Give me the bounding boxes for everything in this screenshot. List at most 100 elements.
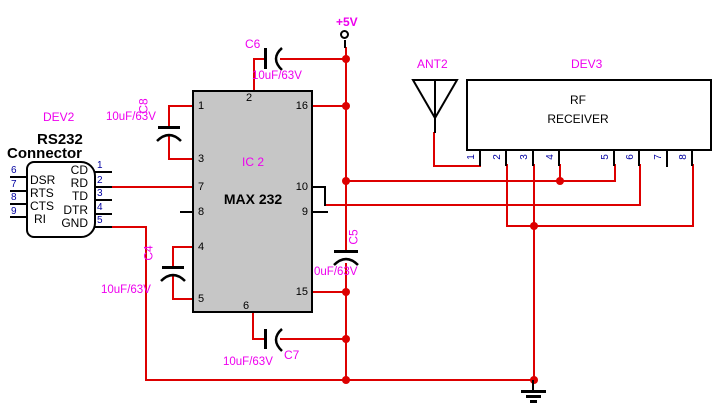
wire-rf-pin2 (506, 164, 508, 227)
ic-pin-4: 4 (198, 241, 205, 253)
power-terminal-icon[interactable] (340, 30, 349, 39)
wire-rs232-gnd (112, 226, 147, 228)
receiver-pin7-stub (666, 151, 668, 167)
ic-pin-7: 7 (198, 181, 205, 193)
connector-pin6-stub (10, 176, 27, 178)
receiver-body[interactable] (466, 79, 712, 151)
cap-c6-value: 10uF/63V (252, 70, 302, 82)
connector-pin3-stub (95, 199, 112, 201)
cap-c5-value: 0uF/63V (314, 266, 358, 278)
junction-vcc (342, 177, 350, 185)
wire-rf-pin4 (559, 164, 561, 181)
connector-body[interactable] (26, 161, 96, 238)
junction-pin16 (342, 102, 350, 110)
ic-max232-body[interactable] (192, 90, 313, 313)
receiver-name-2: RECEIVER (547, 112, 609, 126)
wire-c4-top (172, 246, 192, 248)
connector-label-rd: RD (70, 176, 88, 190)
receiver-pin5-stub (613, 151, 615, 166)
junction-rf-pin4 (556, 177, 564, 185)
ic-pin-16: 16 (295, 100, 308, 112)
wire-c8-top (168, 105, 192, 107)
wire-c4-upper (172, 246, 174, 267)
receiver-pin2-stub (505, 151, 507, 166)
junction-c6 (342, 55, 350, 63)
receiver-pin5-num: 5 (600, 154, 611, 160)
receiver-name-1: RF (570, 93, 586, 107)
ground-stem (532, 380, 534, 391)
wire-c8-lower (168, 136, 170, 159)
wire-pin10-to-rf6 (326, 204, 641, 206)
connector-pin8-stub (10, 203, 27, 205)
connector-title-1: RS232 (37, 131, 83, 148)
power-5v-label: +5V (336, 15, 358, 29)
wire-c6-left (253, 58, 265, 60)
connector-pin1-stub (95, 171, 112, 173)
ic-pin-8: 8 (198, 206, 205, 218)
junction-pin15 (342, 288, 350, 296)
wire-left-ground-drop (145, 226, 147, 381)
junction-rf-pin3 (530, 222, 538, 230)
cap-c4-plate[interactable] (162, 266, 184, 269)
receiver-pin6-stub (638, 151, 640, 166)
cap-c8-plate[interactable] (158, 126, 180, 129)
wire-c8-bottom (168, 158, 192, 160)
wire-pin15 (313, 291, 346, 293)
ic-pin10-step (324, 186, 326, 206)
connector-pin4-stub (95, 213, 112, 215)
wire-ground-rail (145, 379, 535, 381)
connector-ref: DEV2 (43, 110, 75, 124)
ic-pin-1: 1 (198, 100, 205, 112)
wire-c4-lower (172, 276, 174, 300)
junction-c7 (342, 335, 350, 343)
junction-rail-bottom (342, 376, 350, 384)
wire-c4-bottom (172, 298, 192, 300)
receiver-ref: DEV3 (571, 57, 603, 71)
ic-pin-9: 9 (301, 206, 308, 218)
ic-pin-10: 10 (295, 181, 308, 193)
wire-pin16 (313, 105, 346, 107)
connector-label-ri: RI (34, 212, 46, 226)
cap-c8-curved-plate (156, 133, 182, 142)
connector-pin7-stub (10, 190, 27, 192)
connector-label-dsr: DSR (30, 173, 56, 187)
antenna-ref: ANT2 (417, 57, 448, 71)
cap-c6-plate[interactable] (264, 48, 267, 69)
antenna-icon[interactable] (408, 74, 462, 136)
ic-pin8-stub (180, 211, 192, 213)
ic-pin-3: 3 (198, 153, 205, 165)
wire-rf-vcc (346, 180, 616, 182)
wire-5v-rail-bottom (345, 263, 347, 380)
receiver-pin3-num: 3 (519, 154, 530, 160)
connector-pin8-num: 8 (11, 192, 17, 203)
receiver-pin1-num: 1 (466, 154, 477, 160)
receiver-pin3-stub (532, 151, 534, 166)
ic-ref: IC 2 (241, 155, 264, 169)
cap-c6-curved-plate (274, 47, 283, 71)
wire-pin6-drop (252, 312, 254, 340)
cap-c4-value: 10uF/63V (101, 284, 151, 296)
cap-c7-plate[interactable] (264, 329, 267, 349)
cap-c7-curved-plate (274, 328, 283, 352)
cap-c6-ref: C6 (245, 37, 261, 51)
connector-pin9-stub (10, 216, 27, 218)
receiver-pin7-num: 7 (653, 154, 664, 160)
wire-rf-pin8 (692, 164, 694, 227)
ground-icon[interactable] (521, 390, 546, 404)
connector-label-gnd: GND (61, 216, 88, 230)
wire-c7-left (252, 338, 265, 340)
receiver-pin8-num: 8 (678, 154, 689, 160)
wire-rf-pin3-ground (533, 164, 535, 381)
connector-label-cts: CTS (30, 199, 54, 213)
cap-c4-curved-plate (160, 273, 186, 282)
cap-c5-plate[interactable] (334, 250, 358, 253)
receiver-pin6-num: 6 (625, 154, 636, 160)
wire-antenna-drop (433, 132, 435, 167)
connector-pin2-stub (95, 186, 112, 188)
wire-antenna-to-pin1 (433, 165, 481, 167)
wire-c7-right (280, 338, 346, 340)
junction-ground (530, 376, 538, 384)
receiver-pin8-stub (691, 151, 693, 166)
connector-pin4-num: 4 (97, 202, 103, 213)
